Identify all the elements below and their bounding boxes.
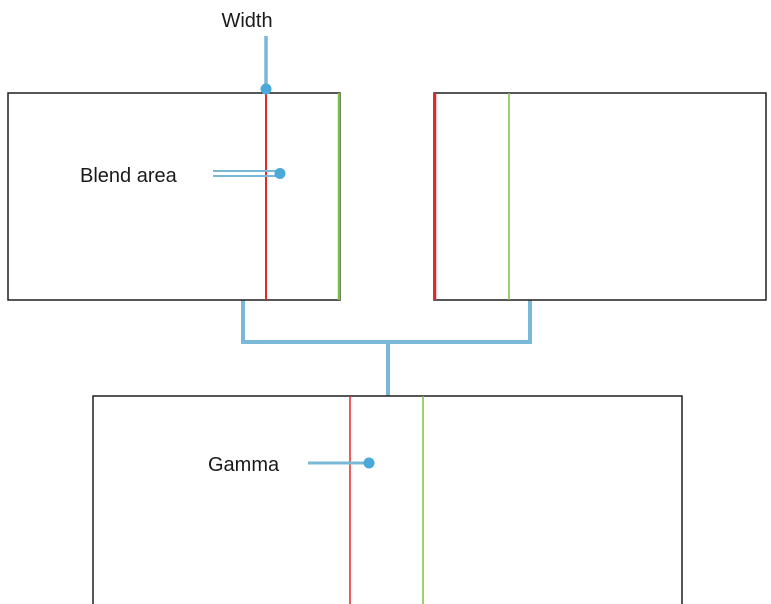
gamma-callout: Gamma [208, 454, 375, 476]
blend-area-callout: Blend area [80, 165, 286, 187]
width-label: Width [221, 10, 272, 32]
combined-image [92, 395, 683, 604]
right-projector-image [433, 92, 767, 301]
gamma-callout-dot [363, 457, 375, 469]
left-projector-image [7, 92, 341, 301]
blend-area-label: Blend area [80, 165, 178, 187]
left-image-frame [7, 92, 341, 301]
combined-image-frame [92, 395, 683, 604]
right-image-frame [433, 92, 767, 301]
gamma-label: Gamma [208, 454, 280, 476]
width-callout: Width [221, 10, 273, 95]
connector-bracket [241, 300, 532, 396]
width-callout-dot [260, 83, 272, 95]
bracket-top [241, 300, 532, 344]
blend-area-callout-dot [274, 168, 286, 179]
